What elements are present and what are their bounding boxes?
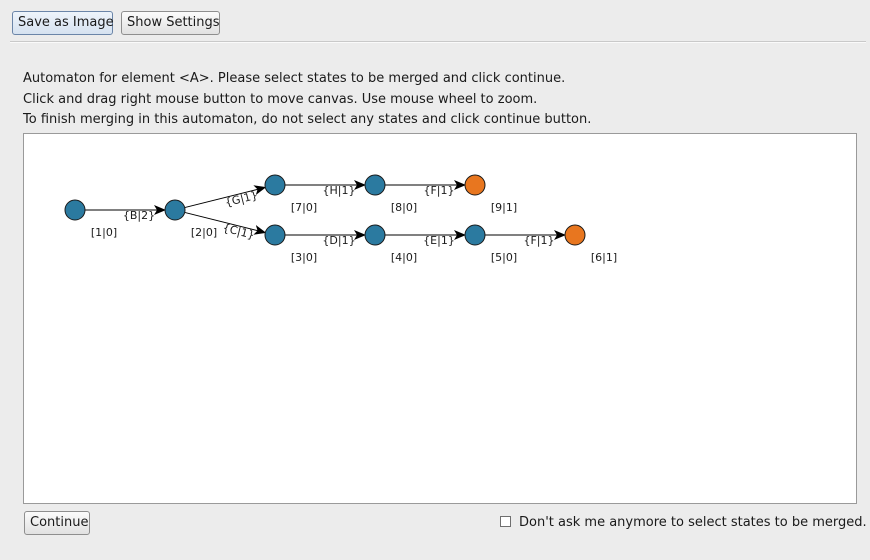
state-label: [3|0] bbox=[291, 251, 317, 264]
state-label: [4|0] bbox=[391, 251, 417, 264]
automaton-canvas[interactable]: {B|2} {G|1} {H|1} {F|1} {C|1} {D|1} {E|1} {F|1}… bbox=[23, 133, 857, 504]
transition-label: {F|1} bbox=[523, 234, 554, 247]
transition-label: {G|1} bbox=[224, 189, 259, 210]
final-state-node-9[interactable] bbox=[464, 174, 486, 196]
transition-label: {C|1} bbox=[221, 221, 256, 241]
instruction-line-3: To finish merging in this automaton, do … bbox=[23, 112, 592, 127]
state-node-8[interactable] bbox=[364, 174, 386, 196]
transition-2-3 bbox=[184, 211, 267, 235]
instruction-line-2: Click and drag right mouse button to mov… bbox=[23, 92, 538, 107]
state-node-1[interactable] bbox=[64, 199, 86, 221]
continue-button[interactable]: Continue bbox=[24, 511, 90, 535]
transition-label: {E|1} bbox=[423, 234, 455, 247]
save-as-image-button[interactable]: Save as Image bbox=[12, 11, 114, 35]
state-label: [7|0] bbox=[291, 201, 317, 214]
transition-label: {B|2} bbox=[123, 209, 155, 222]
state-label: [1|0] bbox=[91, 226, 117, 239]
state-label: [6|1] bbox=[591, 251, 617, 264]
automaton-graph[interactable]: {B|2} {G|1} {H|1} {F|1} {C|1} {D|1} {E|1} {F|1}… bbox=[24, 134, 856, 503]
state-node-7[interactable] bbox=[264, 174, 286, 196]
show-settings-button[interactable]: Show Settings bbox=[121, 11, 220, 35]
transition-2-7 bbox=[184, 185, 267, 209]
toolbar-separator bbox=[10, 41, 866, 43]
state-node-5[interactable] bbox=[464, 224, 486, 246]
state-label: [9|1] bbox=[491, 201, 517, 214]
state-label: [8|0] bbox=[391, 201, 417, 214]
transition-label: {H|1} bbox=[323, 184, 356, 197]
instruction-line-1: Automaton for element <A>. Please select… bbox=[23, 71, 566, 86]
dont-ask-label[interactable]: Don't ask me anymore to select states to… bbox=[519, 515, 867, 530]
dont-ask-checkbox[interactable] bbox=[500, 516, 511, 527]
state-label: [5|0] bbox=[491, 251, 517, 264]
state-label: [2|0] bbox=[191, 226, 217, 239]
final-state-node-6[interactable] bbox=[564, 224, 586, 246]
state-node-4[interactable] bbox=[364, 224, 386, 246]
transition-label: {D|1} bbox=[322, 234, 355, 247]
state-node-2[interactable] bbox=[164, 199, 186, 221]
transition-label: {F|1} bbox=[423, 184, 454, 197]
state-node-3[interactable] bbox=[264, 224, 286, 246]
